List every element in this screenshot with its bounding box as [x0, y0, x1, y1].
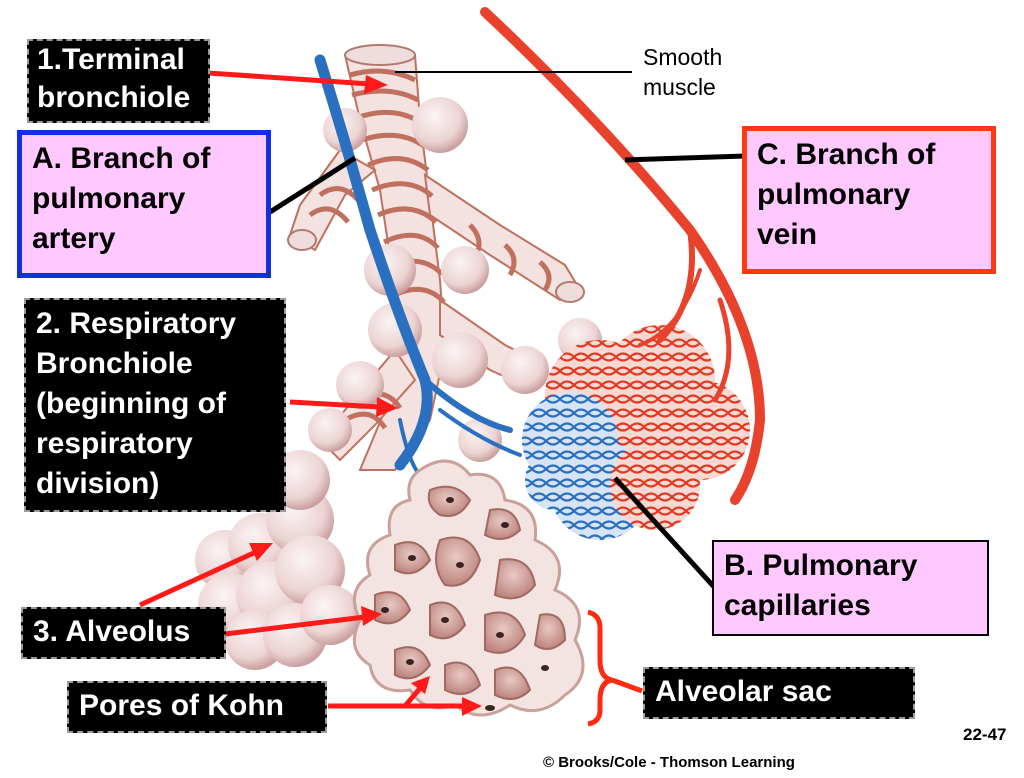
red-arrows	[138, 70, 482, 716]
alveolus-label: 3. Alveolus	[21, 607, 226, 659]
pores-of-kohn-label: Pores of Kohn	[67, 681, 327, 733]
smooth-muscle-label: Smooth muscle	[643, 44, 723, 100]
alveolar-sac-label: Alveolar sac	[643, 667, 915, 719]
alveolar-sac-bracket	[587, 609, 643, 727]
pulmonary-vein-label: C. Branch of pulmonary vein	[742, 126, 996, 274]
pulmonary-artery-label: A. Branch of pulmonary artery	[17, 130, 271, 278]
terminal-bronchiole-label: 1.Terminal bronchiole	[27, 39, 210, 123]
pulmonary-artery-vessel	[314, 54, 522, 482]
alveolar-sac-section	[352, 459, 585, 717]
alveolar-cluster	[195, 450, 360, 670]
copyright-text: © Brooks/Cole - Thomson Learning	[543, 754, 795, 771]
respiratory-bronchiole-label: 2. Respiratory Bronchiole (beginning of …	[24, 298, 286, 512]
slide-number: 22-47	[963, 725, 1007, 744]
leader-lines	[268, 153, 746, 590]
pulmonary-vein-vessel	[480, 7, 766, 505]
pulmonary-capillaries-label: B. Pulmonary capillaries	[712, 540, 989, 636]
capillary-network	[522, 325, 750, 540]
